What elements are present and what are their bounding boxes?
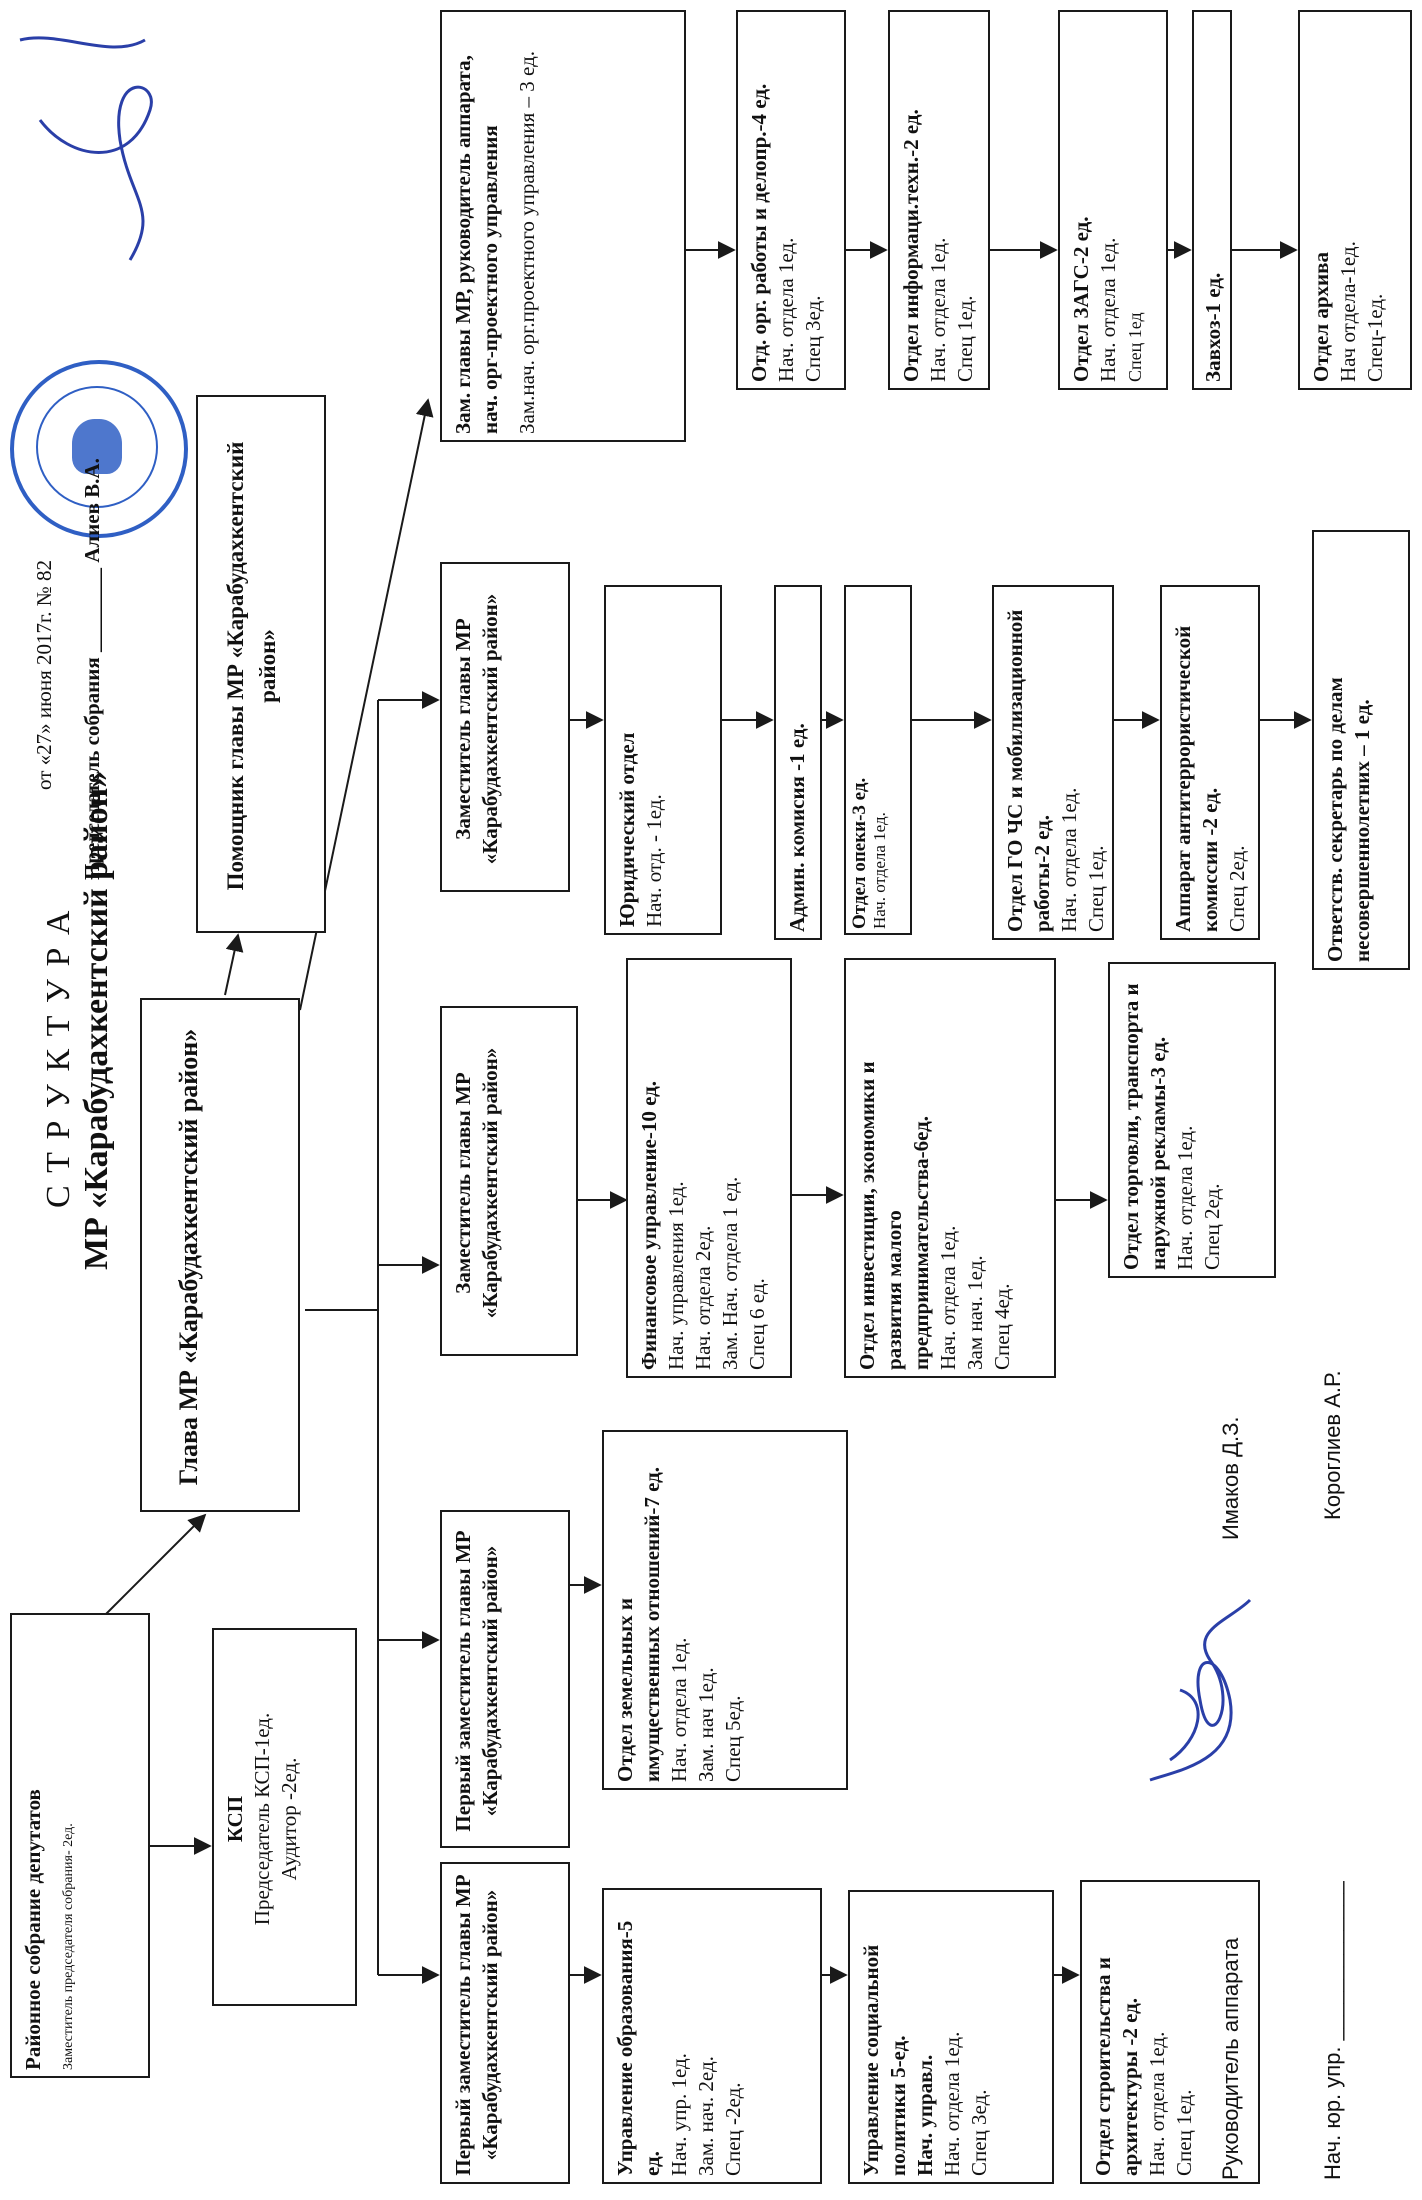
box-raion-sobranie: Районное собрание депутатов Заместитель … [10, 1613, 150, 2078]
box-zags: Отдел ЗАГС-2 ед. Нач. отдела 1ед. Спец 1… [1058, 10, 1168, 390]
box-investicii: Отдел инвестиции, экономики и развития м… [844, 958, 1056, 1378]
box-yuridicheskiy: Юридический отдел Нач. отд. - 1ед. [604, 585, 722, 935]
box-admin-komissiya: Админ. комисия -1 ед. [774, 585, 822, 940]
box-soc-politika: Управление социальной политики 5-ед. Нач… [848, 1890, 1054, 2184]
box-dep-5: Зам. главы МР, руководитель аппарата, на… [440, 10, 686, 442]
box-torgovlya: Отдел торговли, транспорта и наружной ре… [1108, 962, 1276, 1278]
box-ksp: КСП Председатель КСП-1ед. Аудитор -2ед. [212, 1628, 357, 2006]
seal-stamp [10, 360, 188, 538]
box-finansovoe: Финансовое управление-10 ед. Нач. управл… [626, 958, 792, 1378]
box-antiterror: Аппарат антитеррористической комиссии -2… [1160, 585, 1260, 940]
box-arhiv: Отдел архива Нач отдела-1ед. Спец-1ед. [1298, 10, 1412, 390]
box-glava: Глава МР «Карабудахкентский район» [140, 998, 300, 1512]
box-org-rabota: Отд. орг. работы и делопр.-4 ед. Нач. от… [736, 10, 846, 390]
box-go-chs: Отдел ГО ЧС и мобилизационной работы-2 е… [992, 585, 1114, 940]
box-first-dep-2: Первый заместитель главы МР «Карабудахке… [440, 1510, 570, 1848]
box-first-dep-1: Первый заместитель главы МР «Карабудахке… [440, 1862, 570, 2184]
box-stroitelstvo: Отдел строительства и архитектуры -2 ед.… [1080, 1880, 1260, 2184]
box-zavhoz: Завхоз-1 ед. [1192, 10, 1232, 390]
box-opeka: Отдел опеки-3 ед. Нач. отдела 1ед. [844, 585, 912, 935]
box-dep-4: Заместитель главы МР «Карабудахкентский … [440, 562, 570, 892]
box-sekretar: Ответств. секретарь по делам несовершенн… [1312, 530, 1410, 970]
box-informac: Отдел информаци.техн.-2 ед. Нач. отдела … [888, 10, 990, 390]
box-pomoshnik: Помощник главы МР «Карабудахкентский рай… [196, 395, 326, 933]
box-zemelnye: Отдел земельных и имущественных отношени… [602, 1430, 848, 1790]
box-obrazovanie: Управление образования-5 ед. Нач. упр. 1… [602, 1888, 822, 2184]
box-dep-3: Заместитель главы МР «Карабудахкентский … [440, 1006, 578, 1356]
